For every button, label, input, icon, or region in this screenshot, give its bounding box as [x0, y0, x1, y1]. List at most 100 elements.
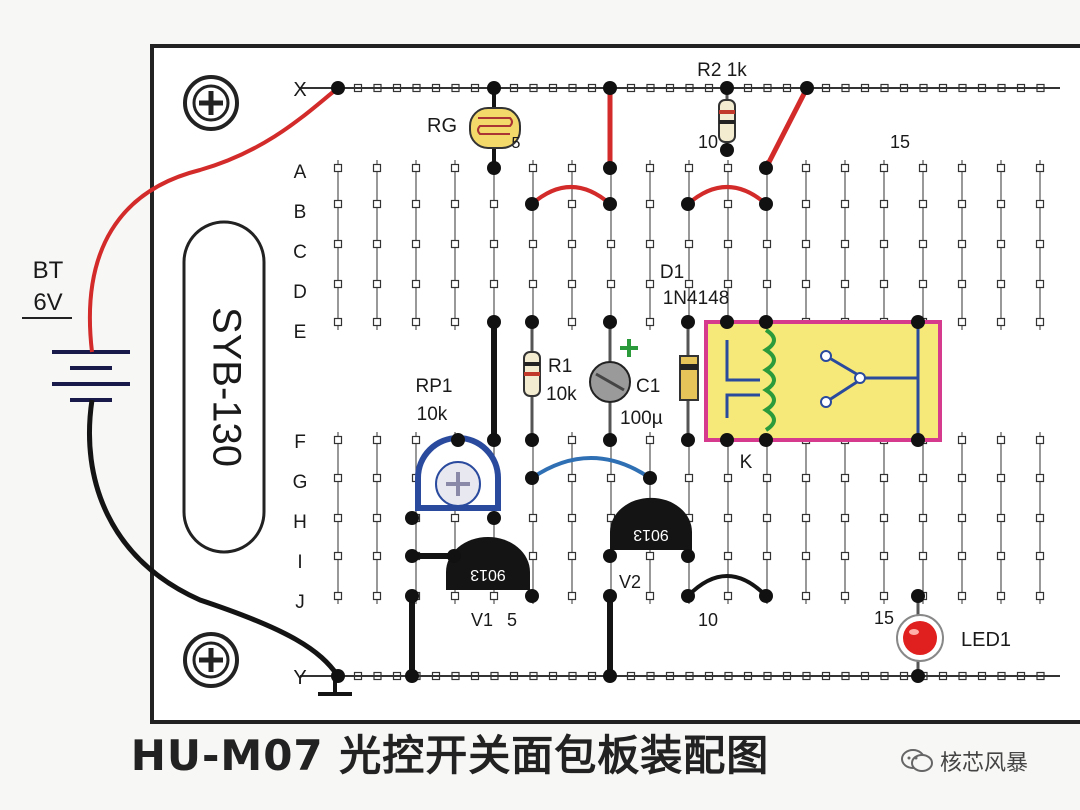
hole: [567, 279, 577, 289]
connection-dot: [681, 315, 695, 329]
hole: [411, 435, 421, 445]
hole: [645, 163, 655, 173]
hole: [567, 317, 577, 327]
hole: [333, 551, 343, 561]
hole: [450, 199, 460, 209]
hole: [723, 473, 733, 483]
battery-negative-wire: [87, 399, 341, 678]
connection-dot: [759, 161, 773, 175]
hole: [372, 199, 382, 209]
hole: [996, 473, 1006, 483]
hole: [723, 199, 733, 209]
battery-name: BT: [33, 257, 64, 284]
hole: [1035, 591, 1045, 601]
v1-label: V1: [471, 610, 493, 630]
hole: [957, 435, 967, 445]
connection-dot: [681, 589, 695, 603]
hole: [606, 279, 616, 289]
battery-voltage: 6V: [33, 289, 62, 316]
hole: [567, 513, 577, 523]
hole: [840, 279, 850, 289]
hole: [879, 163, 889, 173]
hole: [918, 163, 928, 173]
hole: [840, 239, 850, 249]
hole: [333, 513, 343, 523]
row-label-h: H: [293, 512, 307, 533]
connection-dot: [911, 433, 925, 447]
connection-dot: [603, 589, 617, 603]
connection-dot: [487, 433, 501, 447]
connection-dot: [525, 589, 539, 603]
hole: [957, 473, 967, 483]
hole: [684, 473, 694, 483]
hole: [840, 199, 850, 209]
hole: [996, 199, 1006, 209]
hole: [957, 279, 967, 289]
hole: [918, 473, 928, 483]
hole: [996, 513, 1006, 523]
v1-part-number: 9013: [470, 566, 506, 583]
hole: [372, 435, 382, 445]
hole: [645, 435, 655, 445]
connection-dot: [487, 511, 501, 525]
connection-dot: [720, 81, 734, 95]
chat-bubbles-icon: [901, 749, 933, 772]
connection-dot: [603, 81, 617, 95]
hole: [606, 473, 616, 483]
hole: [528, 551, 538, 561]
connection-dot: [759, 315, 773, 329]
hole: [840, 551, 850, 561]
rp1-value: 10k: [417, 404, 448, 425]
connection-dot: [603, 549, 617, 563]
hole: [840, 513, 850, 523]
hole: [996, 317, 1006, 327]
rp1-name: RP1: [416, 376, 453, 397]
connection-dot: [331, 669, 345, 683]
hole: [879, 551, 889, 561]
hole: [957, 551, 967, 561]
hole: [333, 279, 343, 289]
hole: [411, 317, 421, 327]
hole: [528, 279, 538, 289]
row-label-e: E: [294, 322, 307, 343]
connection-dot: [405, 669, 419, 683]
diode-d1: [679, 355, 699, 401]
battery-positive-wire: [87, 86, 340, 353]
transistor-v1: [446, 537, 530, 590]
hole: [645, 591, 655, 601]
hole: [1035, 199, 1045, 209]
hole: [567, 591, 577, 601]
board-name-oval: [182, 220, 266, 554]
hole: [918, 279, 928, 289]
connection-dot: [487, 161, 501, 175]
hole: [645, 239, 655, 249]
hole: [801, 163, 811, 173]
hole: [684, 239, 694, 249]
hole: [762, 513, 772, 523]
row-label-g: G: [293, 472, 308, 493]
hole: [1035, 163, 1045, 173]
row-label-f: F: [294, 432, 306, 453]
connection-dot: [800, 81, 814, 95]
hole: [879, 199, 889, 209]
rg-label: RG: [427, 115, 457, 137]
v2-label: V2: [619, 572, 641, 592]
hole: [918, 513, 928, 523]
row-label-y: Y: [293, 667, 306, 689]
hole: [684, 163, 694, 173]
column-marker-10-bottom: 10: [698, 610, 718, 630]
hole: [957, 199, 967, 209]
resistor-r1: [523, 351, 541, 397]
hole: [372, 317, 382, 327]
hole: [996, 239, 1006, 249]
d1-part: 1N4148: [663, 288, 730, 309]
hole: [684, 279, 694, 289]
hole: [1035, 551, 1045, 561]
hole: [801, 591, 811, 601]
hole: [996, 551, 1006, 561]
hole: [996, 435, 1006, 445]
connection-dot: [681, 433, 695, 447]
connection-dot: [451, 433, 465, 447]
connection-dot: [525, 315, 539, 329]
